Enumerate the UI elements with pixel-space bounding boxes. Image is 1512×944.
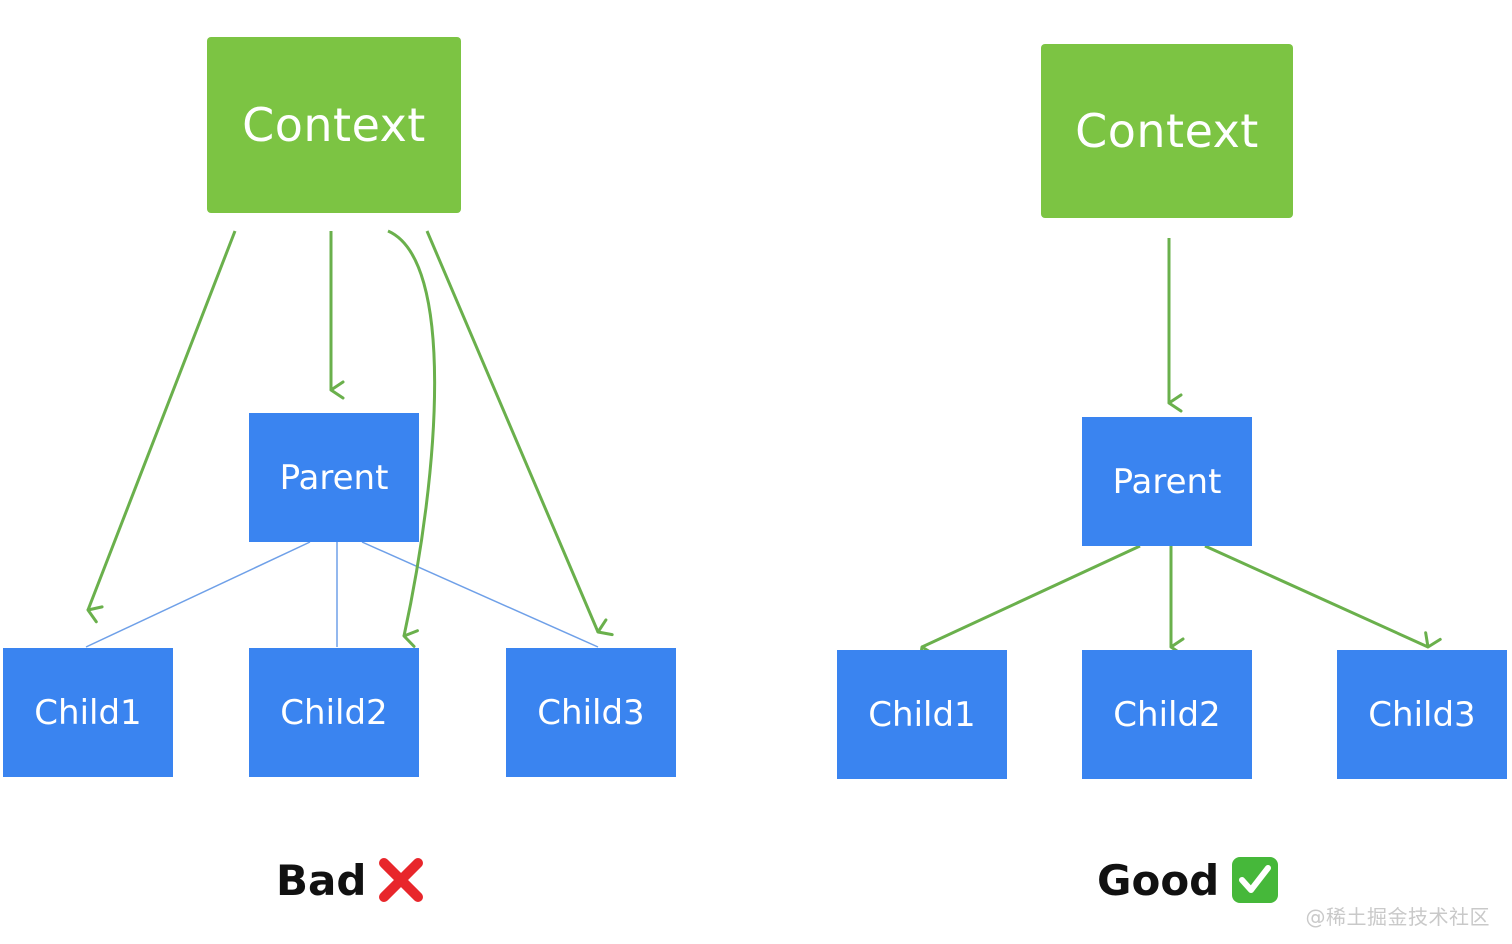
bad-child1-label: Child1 <box>34 692 142 733</box>
bad-context-label: Context <box>242 98 426 152</box>
bad-parent-label: Parent <box>279 457 389 498</box>
good-parent-label: Parent <box>1112 461 1222 502</box>
bad-arrow-context-child1 <box>86 230 237 624</box>
good-arrow-parent-child3 <box>1204 544 1442 649</box>
bad-tree-line-child1 <box>85 541 311 648</box>
bad-child2-node: Child2 <box>249 648 419 777</box>
good-caption-text: Good <box>1097 855 1220 905</box>
check-mark-icon <box>1232 857 1279 903</box>
good-child2-label: Child2 <box>1113 694 1221 735</box>
watermark-text: @稀土掘金技术社区 <box>1305 905 1490 929</box>
good-caption: Good <box>1097 852 1279 908</box>
good-parent-node: Parent <box>1082 417 1252 546</box>
good-child1-label: Child1 <box>868 694 976 735</box>
good-context-label: Context <box>1075 104 1259 158</box>
bad-tree-line-child3 <box>361 541 599 648</box>
bad-child3-label: Child3 <box>537 692 645 733</box>
good-child2-node: Child2 <box>1082 650 1252 779</box>
good-child1-node: Child1 <box>837 650 1007 779</box>
bad-arrow-context-child3 <box>425 230 614 637</box>
bad-context-node: Context <box>207 37 461 213</box>
bad-arrow-context-child2 <box>387 229 437 648</box>
bad-caption-text: Bad <box>276 855 367 905</box>
bad-child3-node: Child3 <box>506 648 676 777</box>
good-context-node: Context <box>1041 44 1293 218</box>
bad-child1-node: Child1 <box>3 648 173 777</box>
good-arrow-parent-child1 <box>918 544 1141 663</box>
cross-mark-icon <box>379 858 424 902</box>
bad-child2-label: Child2 <box>280 692 388 733</box>
bad-caption: Bad <box>276 852 424 908</box>
bad-parent-node: Parent <box>249 413 419 542</box>
good-child3-node: Child3 <box>1337 650 1507 779</box>
good-child3-label: Child3 <box>1368 694 1476 735</box>
